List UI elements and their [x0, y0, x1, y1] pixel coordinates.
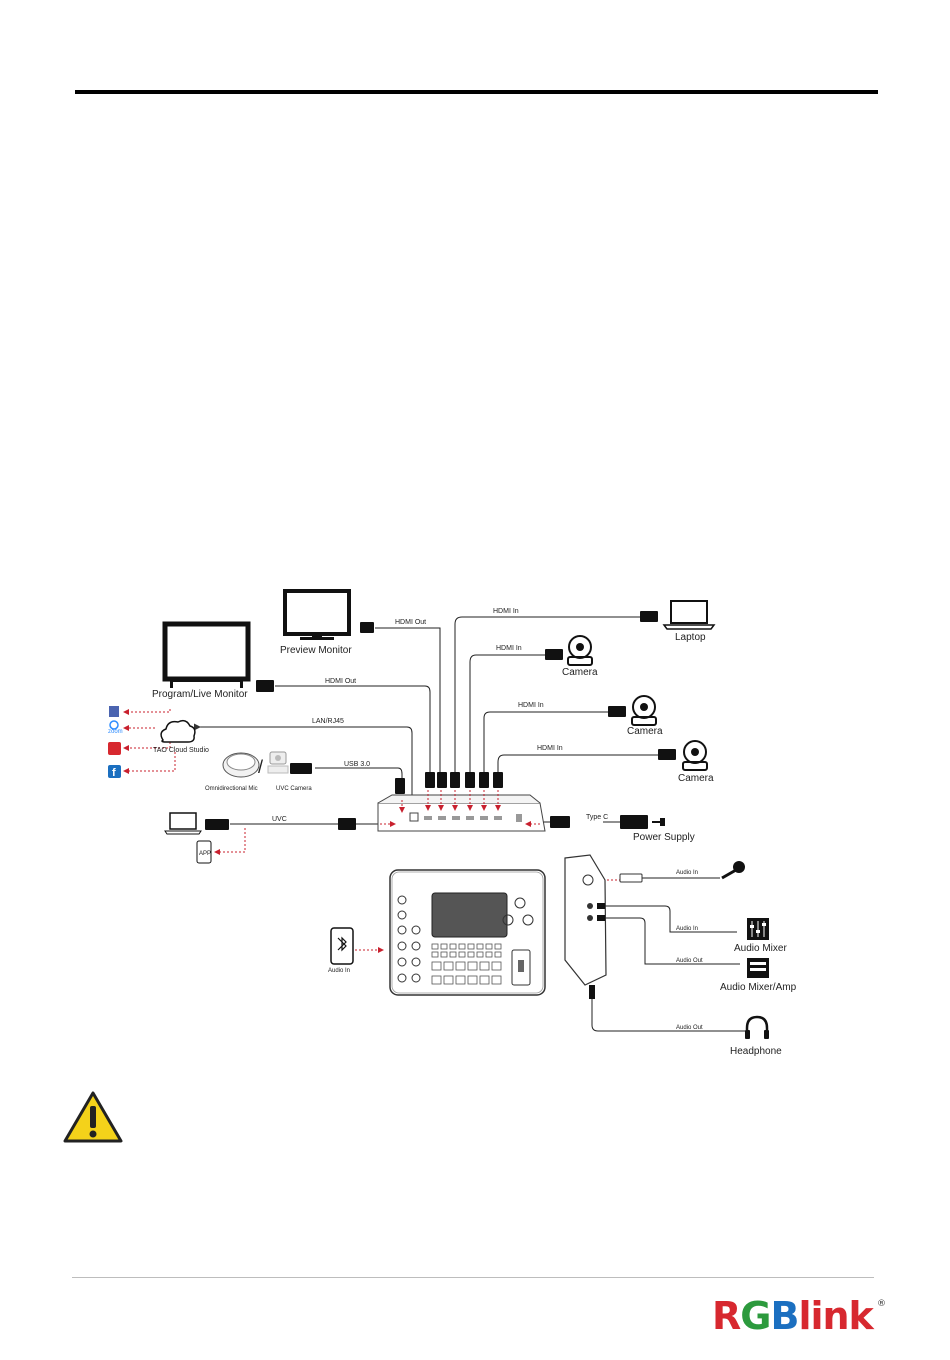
- footer-rule: [72, 1277, 874, 1278]
- zoom-label: zoom: [108, 729, 123, 735]
- switcher-front-panel: [389, 869, 546, 996]
- warning-icon: [63, 1091, 123, 1143]
- rgblink-logo: RGBlink ®: [712, 1296, 886, 1336]
- preview-monitor-label: Preview Monitor: [280, 645, 352, 656]
- bluetooth-phone-icon: [330, 927, 354, 965]
- cable-audio-in-mixer: Audio In: [676, 926, 698, 932]
- audio-mixer-label: Audio Mixer: [734, 943, 787, 954]
- cable-lan: LAN/RJ45: [312, 718, 344, 725]
- camera-label-2: Camera: [627, 726, 663, 737]
- hdmi-connectors: [205, 611, 676, 830]
- cable-audio-out-amp: Audio Out: [676, 958, 703, 964]
- power-supply-icon: [620, 815, 665, 829]
- uvc-camera-label: UVC Camera: [276, 786, 312, 792]
- youtube-icon: [108, 742, 121, 755]
- laptop-icon: [662, 600, 716, 630]
- app-label: APP: [199, 851, 211, 857]
- program-monitor-icon: [162, 621, 251, 688]
- switcher-rear-view: [377, 794, 546, 832]
- audio-in-device-label: Audio In: [328, 968, 350, 974]
- headphone-label: Headphone: [730, 1046, 782, 1057]
- slash-divider: /: [258, 757, 263, 777]
- header-rule: [75, 90, 878, 94]
- cable-hdmi-in-laptop: HDMI In: [493, 608, 519, 615]
- audio-mixer-amp-icon: [747, 958, 769, 978]
- omnidirectional-mic-icon: [222, 752, 260, 778]
- port-arrows: [123, 709, 630, 953]
- cable-typec: Type C: [586, 814, 608, 821]
- cable-usb: USB 3.0: [344, 761, 370, 768]
- audio-cables: [591, 877, 745, 1032]
- omni-mic-label: Omnidirectional Mic: [205, 786, 258, 792]
- preview-monitor-icon: [283, 589, 351, 640]
- app-phone-icon: [196, 840, 212, 864]
- cable-hdmi-in-cam2: HDMI In: [518, 702, 544, 709]
- microphone-icon: [721, 861, 745, 880]
- audio-mixer-amp-label: Audio Mixer/Amp: [720, 982, 797, 993]
- camera-icon-1: [567, 635, 593, 666]
- camera-label-3: Camera: [678, 773, 714, 784]
- headphone-icon: [745, 1015, 769, 1039]
- logo-rgb: R: [712, 1296, 741, 1336]
- tao-cloud-label: TAO Cloud Studio: [153, 747, 209, 754]
- audio-connectors: [589, 873, 643, 999]
- uvc-camera-icon: [267, 751, 289, 774]
- facebook-glyph: f: [112, 767, 116, 779]
- cloud-icon: [160, 719, 196, 743]
- switcher-side-panel: [564, 854, 607, 986]
- laptop-left-icon: [164, 812, 202, 835]
- facebook-icon: [108, 765, 121, 778]
- laptop-label: Laptop: [675, 632, 706, 643]
- svg-text:RGBlink: RGBlink: [712, 1296, 875, 1336]
- logo-registered: ®: [877, 1299, 886, 1309]
- camera-icon-3: [682, 740, 708, 771]
- switcher-buttons-grid: [431, 943, 502, 985]
- cable-audio-out-headphone: Audio Out: [676, 1025, 703, 1031]
- program-monitor-label: Program/Live Monitor: [152, 689, 248, 700]
- cable-uvc: UVC: [272, 816, 287, 823]
- cable-audio-in-mic: Audio In: [676, 870, 698, 876]
- cable-hdmi-out-preview: HDMI Out: [395, 619, 426, 626]
- cable-hdmi-out-program: HDMI Out: [325, 678, 356, 685]
- camera-icon-2: [631, 695, 657, 726]
- cable-hdmi-in-cam3: HDMI In: [537, 745, 563, 752]
- audio-mixer-icon: [747, 918, 769, 940]
- zoom-icon: [109, 720, 119, 730]
- camera-label-1: Camera: [562, 667, 598, 678]
- teams-icon: [109, 706, 119, 717]
- hdmi-cables: [194, 616, 660, 825]
- power-supply-label: Power Supply: [633, 832, 695, 843]
- cable-hdmi-in-cam1: HDMI In: [496, 645, 522, 652]
